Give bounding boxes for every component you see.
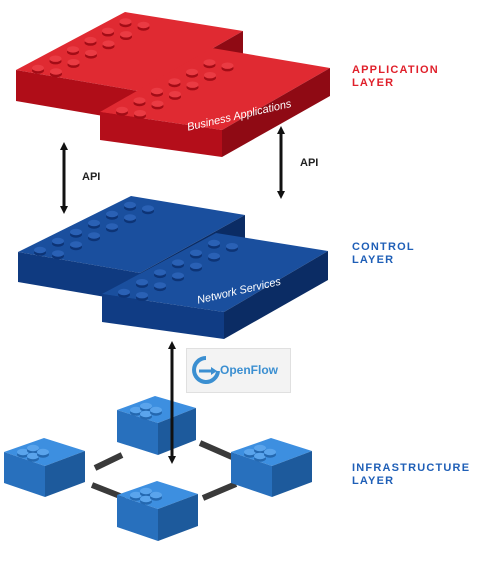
link-left-top xyxy=(93,452,124,471)
switch-brick-left xyxy=(4,438,85,497)
switch-brick-right xyxy=(231,438,312,497)
brick-stud xyxy=(118,288,130,296)
brick-stud xyxy=(37,448,49,456)
brick-stud xyxy=(154,282,166,289)
brick-stud xyxy=(140,495,152,503)
brick-stud xyxy=(130,491,142,499)
brick-stud xyxy=(172,259,184,266)
brick-stud xyxy=(142,205,154,212)
brick-stud xyxy=(133,97,146,104)
control-layer-label: CONTROL LAYER xyxy=(352,241,415,267)
brick-stud xyxy=(186,68,198,76)
application-brick-front xyxy=(100,48,330,157)
brick-stud xyxy=(150,406,162,414)
infrastructure-layer-label-line1: INFRASTRUCTURE xyxy=(352,462,471,474)
brick-stud xyxy=(190,249,202,256)
brick-stud xyxy=(50,68,62,75)
application-layer-label: APPLICATION LAYER xyxy=(352,64,439,90)
brick-stud xyxy=(254,452,266,460)
brick-stud xyxy=(168,78,181,85)
application-layer-label-line1: APPLICATION xyxy=(352,64,439,76)
application-layer-label-line2: LAYER xyxy=(352,77,395,89)
brick-stud xyxy=(186,81,199,88)
brick-stud xyxy=(34,246,46,254)
brick-stud xyxy=(84,36,97,44)
application-studs xyxy=(32,18,234,119)
brick-stud xyxy=(221,62,234,69)
brick-stud xyxy=(85,49,97,57)
brick-stud xyxy=(150,491,162,499)
brick-stud xyxy=(140,487,152,495)
brick-stud xyxy=(70,241,82,248)
brick-stud xyxy=(67,59,80,66)
openflow-logo-icon xyxy=(192,356,220,384)
api-label-left: API xyxy=(82,171,101,183)
brick-stud xyxy=(106,223,118,230)
infrastructure-studs xyxy=(17,402,276,505)
brick-stud xyxy=(124,201,136,209)
brick-stud xyxy=(119,18,132,25)
brick-stud xyxy=(254,444,266,452)
switch-brick-bottom xyxy=(117,481,198,541)
brick-stud xyxy=(88,219,100,227)
switch-brick-top xyxy=(117,396,196,455)
brick-stud xyxy=(27,452,39,460)
brick-stud xyxy=(120,31,132,38)
brick-stud xyxy=(203,59,216,66)
brick-stud xyxy=(137,21,150,29)
brick-stud xyxy=(226,243,238,250)
brick-stud xyxy=(27,444,39,452)
link-top-right xyxy=(198,440,234,460)
brick-stud xyxy=(52,237,64,245)
openflow-badge: OpenFlow xyxy=(186,348,291,393)
brick-stud xyxy=(130,406,142,414)
brick-stud xyxy=(70,228,82,236)
brick-stud xyxy=(140,402,152,410)
brick-stud xyxy=(124,214,136,221)
brick-stud xyxy=(169,91,181,98)
control-layer-label-line1: CONTROL xyxy=(352,241,415,253)
brick-stud xyxy=(134,110,146,117)
brick-stud xyxy=(52,250,64,257)
brick-stud xyxy=(102,40,115,47)
brick-stud xyxy=(49,55,62,62)
brick-stud xyxy=(151,87,163,95)
brick-stud xyxy=(154,269,166,276)
control-studs xyxy=(34,201,238,301)
brick-stud xyxy=(136,279,148,286)
brick-stud xyxy=(208,239,220,247)
control-layer-bricks xyxy=(18,196,328,339)
brick-stud xyxy=(172,272,184,279)
brick-stud xyxy=(67,46,79,53)
brick-stud xyxy=(88,232,100,239)
brick-stud xyxy=(208,252,220,260)
infrastructure-layer-bricks xyxy=(4,396,312,541)
brick-stud xyxy=(244,448,256,456)
link-bottom-right xyxy=(201,481,238,501)
api-label-right: API xyxy=(300,157,319,169)
brick-stud xyxy=(106,210,118,218)
brick-stud xyxy=(17,448,29,456)
brick-stud xyxy=(190,262,202,269)
brick-stud xyxy=(204,72,216,79)
application-layer-bricks xyxy=(16,12,330,157)
brick-stud xyxy=(102,27,114,34)
brick-stud xyxy=(140,410,152,418)
brick-stud xyxy=(264,448,276,456)
brick-stud xyxy=(32,64,44,72)
brick-stud xyxy=(136,292,148,299)
infrastructure-layer-label: INFRASTRUCTURE LAYER xyxy=(352,462,470,488)
brick-stud xyxy=(116,106,128,114)
brick-stud xyxy=(151,100,164,107)
openflow-text: OpenFlow xyxy=(220,363,278,377)
control-brick-front xyxy=(102,233,328,339)
control-layer-label-line2: LAYER xyxy=(352,254,395,266)
infrastructure-layer-label-line2: LAYER xyxy=(352,475,395,487)
